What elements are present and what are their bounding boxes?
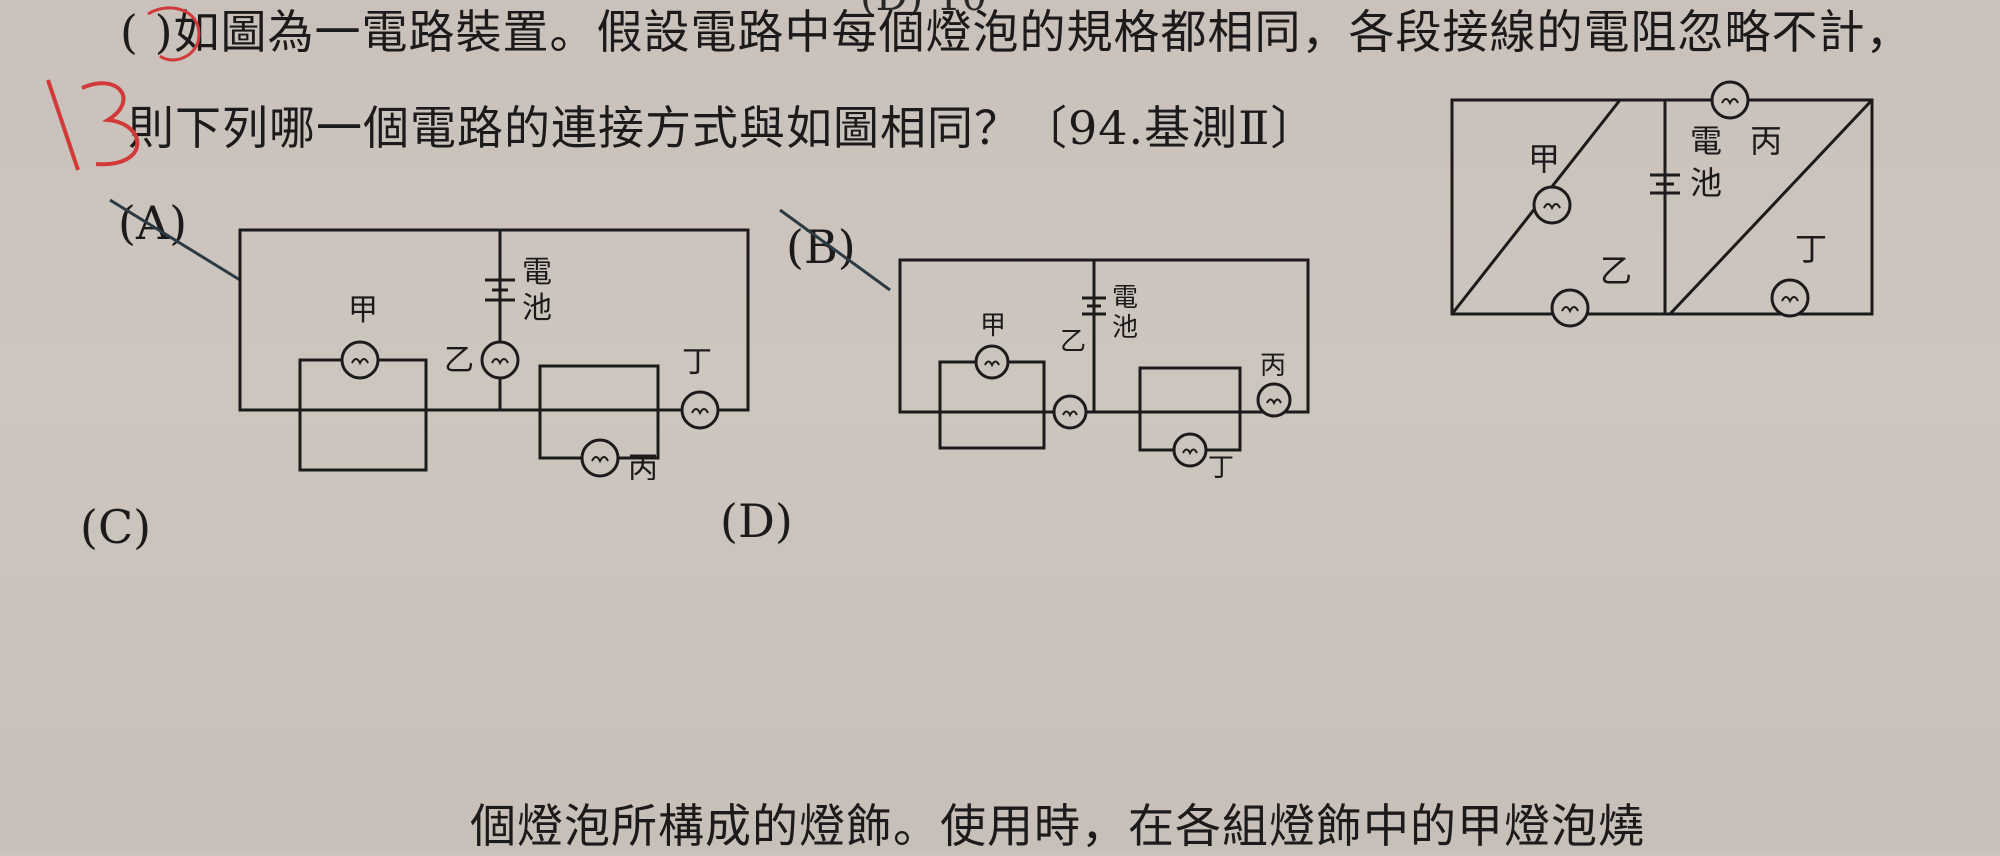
bulb-icon <box>1532 185 1572 225</box>
strike-mark-b <box>779 208 891 292</box>
label-battery-bottom: 池 <box>522 291 552 326</box>
bulb-icon <box>1256 382 1292 418</box>
bulb-icon <box>1172 432 1208 468</box>
bulb-icon <box>1710 80 1750 120</box>
question-line-2: 則下列哪一個電路的連接方式與如圖相同？〔94.基測Ⅱ〕 <box>128 101 1318 155</box>
label-battery-top: 電 <box>1690 122 1722 160</box>
label-battery-top: 電 <box>522 255 552 290</box>
label-bing: 丙 <box>1750 122 1782 160</box>
strike-mark-a <box>109 198 241 282</box>
previous-question-fragment: (D) 10 <box>860 0 987 20</box>
circuit-option-a: 甲 乙 丙 丁 電 池 <box>238 228 750 480</box>
label-jia: 甲 <box>1528 140 1560 178</box>
bulb-icon <box>1052 394 1088 430</box>
label-battery-bottom: 池 <box>1690 164 1722 202</box>
circuit-option-c <box>200 528 720 828</box>
bulb-icon <box>680 390 720 430</box>
bulb-icon <box>974 344 1010 380</box>
bulb-icon <box>580 438 620 478</box>
label-ding: 丁 <box>1795 230 1827 268</box>
option-c-label: (C) <box>80 500 152 554</box>
bulb-icon <box>340 340 380 380</box>
label-yi: 乙 <box>1060 327 1086 357</box>
bulb-icon <box>1550 288 1590 328</box>
label-ding: 丁 <box>1208 453 1234 483</box>
bulb-icon <box>1770 278 1810 318</box>
label-battery-bottom: 池 <box>1112 313 1138 343</box>
next-question-line: 個燈泡所構成的燈飾。使用時，在各組燈飾中的甲燈泡燒 <box>470 799 1645 853</box>
reference-circuit: 甲 乙 丙 丁 電 池 <box>1450 80 1874 328</box>
option-d-label: (D) <box>720 494 793 548</box>
label-yi: 乙 <box>1600 252 1632 290</box>
label-bing: 丙 <box>628 451 658 480</box>
label-jia: 甲 <box>980 311 1006 341</box>
bulb-icon <box>480 340 520 380</box>
label-bing: 丙 <box>1260 351 1286 381</box>
circuit-option-b: 甲 乙 丙 丁 電 池 <box>898 258 1310 483</box>
handwritten-answer-mark <box>46 6 201 171</box>
option-b-label: (B) <box>786 220 856 274</box>
question-line-1: ( )如圖為一電路裝置。假設電路中每個燈泡的規格都相同，各段接線的電阻忽略不計， <box>120 5 1913 59</box>
label-battery-top: 電 <box>1112 283 1138 313</box>
label-yi: 乙 <box>444 343 474 378</box>
label-ding: 丁 <box>682 345 712 380</box>
label-jia: 甲 <box>348 293 378 328</box>
